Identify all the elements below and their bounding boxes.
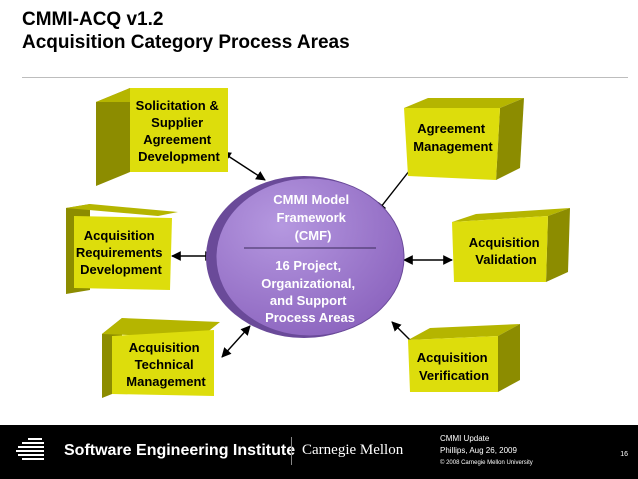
- page-number: 16: [620, 451, 628, 458]
- box-line: Verification: [419, 368, 489, 383]
- box-line: Solicitation &: [136, 98, 219, 113]
- box-acquisition-technical: Acquisition Technical Management: [102, 318, 220, 398]
- center-bottom-line: Organizational,: [261, 276, 355, 291]
- box-line: Requirements: [76, 245, 163, 260]
- box-acquisition-requirements: Acquisition Requirements Development: [66, 204, 178, 294]
- box-acquisition-verification: Acquisition Verification: [408, 324, 520, 392]
- box-line: Development: [138, 149, 220, 164]
- box-line: Acquisition: [469, 235, 540, 250]
- box-line: Validation: [475, 252, 536, 267]
- svg-text:Acquisition Validation: Acquisition Validation: [469, 235, 543, 267]
- box-line: Acquisition: [129, 340, 200, 355]
- box-line: Management: [413, 139, 493, 154]
- title-line-2: Acquisition Category Process Areas: [22, 32, 350, 53]
- svg-text:Acquisition Technical: Acquisition Technical Management: [126, 340, 206, 389]
- box-agreement-management: Agreement Management: [404, 98, 524, 180]
- svg-text:Agreement Management: Agreement Management: [413, 121, 493, 154]
- center-bottom-line: Process Areas: [265, 310, 355, 325]
- slide-title: CMMI-ACQ v1.2 Acquisition Category Proce…: [22, 8, 350, 54]
- center-bottom-line: and Support: [270, 293, 347, 308]
- box-line: Technical: [135, 357, 194, 372]
- svg-text:16 Project, Organization: 16 Project, Organizational, and Support …: [261, 258, 359, 325]
- cmu-name: Carnegie Mellon: [302, 442, 404, 458]
- svg-text:Solicitation & Supplier: Solicitation & Supplier Agreement Develo…: [136, 98, 223, 164]
- process-area-diagram: CMMI Model Framework (CMF) 16 Project, O…: [66, 88, 570, 398]
- svg-text:Acquisition Requirements: Acquisition Requirements Development: [76, 228, 166, 277]
- center-bottom-line: 16 Project,: [275, 258, 341, 273]
- center-top-line: (CMF): [295, 228, 332, 243]
- footer-info: CMMI Update Phillips, Aug 26, 2009 © 200…: [440, 433, 533, 469]
- box-line: Supplier: [151, 115, 203, 130]
- footer-copyright: © 2008 Carnegie Mellon University: [440, 460, 533, 466]
- box-line: Management: [126, 374, 206, 389]
- footer-line-1: CMMI Update: [440, 434, 490, 443]
- box-line: Development: [80, 262, 162, 277]
- center-top-line: Framework: [277, 210, 347, 225]
- box-line: Agreement: [143, 132, 212, 147]
- footer-separator: [291, 437, 292, 465]
- title-divider: [22, 77, 628, 78]
- center-top-line: CMMI Model: [273, 192, 349, 207]
- footer-bar: Software Engineering Institute Carnegie …: [0, 425, 638, 479]
- arrow-solicitation: [221, 151, 266, 181]
- box-acquisition-validation: Acquisition Validation: [452, 208, 570, 282]
- box-solicitation: Solicitation & Supplier Agreement Develo…: [96, 88, 228, 186]
- footer-line-2: Phillips, Aug 26, 2009: [440, 446, 517, 455]
- box-line: Agreement: [417, 121, 486, 136]
- svg-text:CMMI Model Framework: CMMI Model Framework (CMF): [273, 192, 352, 243]
- box-line: Acquisition: [84, 228, 155, 243]
- title-line-1: CMMI-ACQ v1.2: [22, 9, 164, 30]
- arrow-technical: [221, 325, 251, 358]
- box-line: Acquisition: [417, 350, 488, 365]
- sei-logo-icon: [16, 438, 44, 460]
- sei-name: Software Engineering Institute: [64, 442, 296, 459]
- svg-text:Acquisition Verification: Acquisition Verification: [417, 350, 491, 383]
- cmf-center: CMMI Model Framework (CMF) 16 Project, O…: [206, 176, 405, 338]
